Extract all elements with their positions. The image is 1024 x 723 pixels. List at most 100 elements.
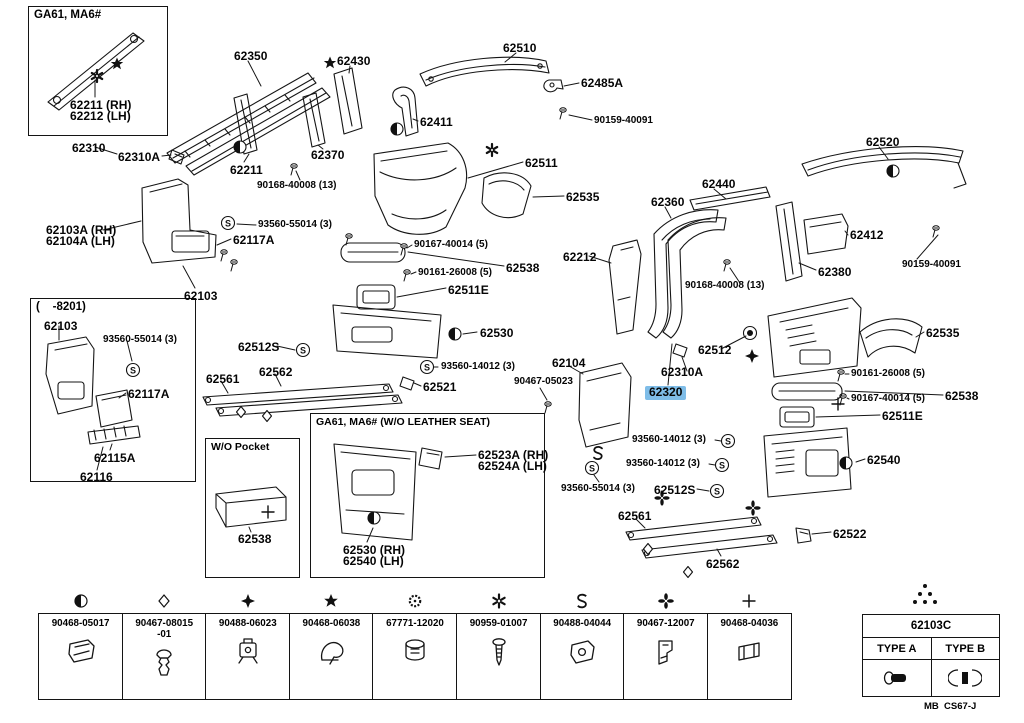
fastener-cell-90467-08015: 90467-08015-01 [121, 594, 207, 700]
part-label-90161-26008-5: 90161-26008 (5) [418, 267, 492, 278]
part-label-62562: 62562 [706, 557, 740, 571]
dot-cluster-marker [913, 584, 937, 604]
part-label-93560-55014-3: 93560-55014 (3) [258, 219, 332, 230]
illustration-ashtray-62511e-right [779, 406, 815, 428]
fastener-illustration [206, 634, 289, 670]
part-label-62320-selected[interactable]: 62320 [645, 386, 687, 400]
part-label-62530: 62530 [480, 326, 514, 340]
part-label-62538: 62538 [945, 389, 979, 403]
part-label-62117a: 62117A [233, 233, 275, 247]
part-label-62540: 62540 [867, 453, 901, 467]
illustration-cowl-side-trim-early [45, 336, 95, 415]
fastener-part-number: 90468-06038 [302, 618, 361, 629]
fastener-part-number: 90488-06023 [218, 618, 277, 629]
part-label-62212-lh: 62212 (LH) [70, 109, 131, 123]
plug-fastener-icon [863, 660, 931, 696]
part-label-93560-55014-3: 93560-55014 (3) [561, 483, 635, 494]
part-label-62562: 62562 [259, 365, 293, 379]
illustration-quarter-trim-right [767, 297, 862, 378]
illustration-center-pillar-garnish-62370 [302, 92, 326, 148]
four-petal-icon [206, 592, 289, 610]
flower-icon [457, 592, 540, 610]
part-label-62370: 62370 [311, 148, 345, 162]
inset-title-wo-pocket: W/O Pocket [211, 441, 270, 453]
illustration-pillar-garnish-62430 [333, 67, 363, 135]
part-label-62115a: 62115A [94, 451, 136, 465]
fastener-cell-67771-12020: 67771-12020 [372, 594, 458, 700]
part-label-62530-rh: 62530 (RH) [343, 543, 406, 557]
illustration-scuff-plates-left [202, 383, 403, 417]
fastener-illustration [290, 634, 373, 670]
inset-box-early-production: ( -8201) [30, 298, 196, 482]
fastener-illustration [39, 634, 122, 670]
part-label-62310a: 62310A [661, 365, 704, 379]
part-label-62523a-rh: 62523A (RH) [478, 448, 549, 462]
part-label-62412: 62412 [850, 228, 884, 242]
fastener-part-number: 90959-01007 [469, 618, 528, 629]
part-label-62512: 62512 [698, 343, 732, 357]
part-label-62310a: 62310A [118, 150, 161, 164]
part-label-62350: 62350 [234, 49, 268, 63]
illustration-roof-rail-rear-62520 [801, 146, 967, 189]
part-label-62538: 62538 [506, 261, 540, 275]
illustration-wheel-arch-trim-62535-right [859, 318, 923, 358]
part-label-93560-14012-3: 93560-14012 (3) [632, 434, 706, 445]
fastener-cell-90467-12007: 90467-12007 [623, 593, 709, 700]
illustration-clip-62522 [795, 527, 812, 544]
fastener-cell-90468-04036: 90468-04036 [706, 594, 792, 700]
illustration-strip-62115a [87, 425, 141, 445]
inset-box-ga61-ma6: GA61, MA6# [28, 6, 168, 136]
fastener-part-number: 90467-12007 [636, 618, 695, 629]
fastener-cell-90468-06038: 90468-06038 [288, 594, 374, 700]
part-label-62380: 62380 [818, 265, 852, 279]
illustration-armrest-62538-right [771, 382, 843, 401]
illustration-front-pillar-garnish-62211 [233, 93, 258, 155]
part-label-62212: 62212 [563, 250, 597, 264]
fastener-part-number-suffix: -01 [157, 629, 172, 641]
part-label-62522: 62522 [833, 527, 867, 541]
illustration-center-pillar-garnish-62212 [608, 239, 642, 335]
illustration-scuff-plates-right [625, 516, 778, 559]
part-label-62440: 62440 [702, 177, 736, 191]
illustration-roof-side-rail-62350 [166, 72, 331, 176]
fastener-cell-90959-01007: 90959-01007 [455, 593, 542, 700]
part-label-90467-05023: 90467-05023 [514, 376, 573, 387]
inset-title-ga61-ma6: GA61, MA6# [34, 9, 102, 21]
part-label-62116: 62116 [80, 470, 113, 484]
illustration-pillar-garnish-62380 [775, 201, 803, 282]
type-table-part-number: 62103C [863, 615, 999, 638]
half-circle-icon [39, 592, 122, 610]
part-label-62117a: 62117A [128, 387, 170, 401]
part-label-62535: 62535 [566, 190, 600, 204]
inset-box-wo-pocket: W/O Pocket [205, 438, 300, 578]
part-label-90167-40014-5: 90167-40014 (5) [414, 239, 488, 250]
fastener-part-number: 90467-08015 [135, 618, 194, 629]
part-label-62104: 62104 [552, 356, 586, 370]
illustration-armrest-62538 [340, 242, 406, 263]
part-label-62524a-lh: 62524A (LH) [478, 459, 547, 473]
illustration-rear-console-62540 [763, 427, 852, 498]
fastener-illustration [457, 634, 540, 670]
part-label-62561: 62561 [618, 509, 652, 523]
part-label-62411: 62411 [420, 115, 453, 129]
illustration-bracket-62523a [418, 447, 443, 470]
illustration-trim-62535 [481, 172, 532, 219]
illustration-cowl-side-trim-62103a [141, 178, 217, 264]
fastener-cell-90488-06023: 90488-06023 [205, 594, 291, 700]
page-code: MB CS67-J [924, 701, 977, 712]
type-a-header: TYPE A [877, 642, 917, 655]
illustration-side-panel-62104 [578, 362, 632, 448]
illustration-lower-trim-62530 [332, 304, 442, 359]
part-label-62512s: 62512S [238, 340, 280, 354]
part-label-62104a-lh: 62104A (LH) [46, 234, 115, 248]
type-table: 62103C TYPE A TYPE B [862, 614, 1000, 697]
inset-title-early-production: ( -8201) [36, 301, 86, 313]
type-b-header: TYPE B [930, 638, 1000, 659]
part-label-62521: 62521 [423, 380, 457, 394]
s-hook-icon [541, 592, 624, 610]
illustration-garnish-62412 [803, 213, 849, 255]
